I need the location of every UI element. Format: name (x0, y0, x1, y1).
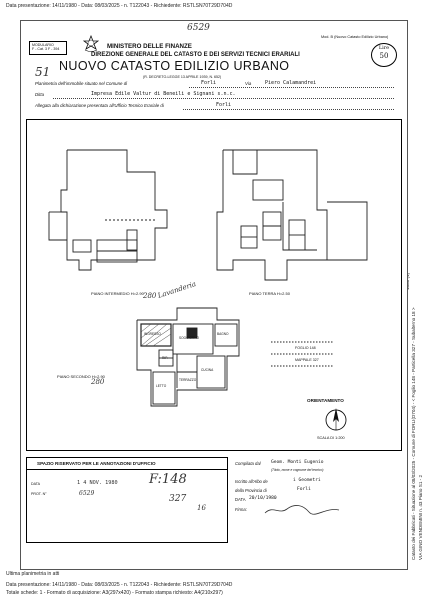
planimetry-label: Planimetria dell'immobile situato nel Co… (35, 81, 128, 86)
footer-last-plan-text: Ultima planimetria in atti (6, 571, 60, 577)
republic-emblem-icon (83, 35, 99, 52)
plan-info-mappale: MAPPALE 327 (295, 358, 319, 362)
handwritten-280-b: 280 (91, 378, 105, 386)
office-date-stamp: 1 4 NOV. 1980 (77, 480, 118, 486)
compilata-label: Compilata dal (235, 461, 261, 466)
price-seal: Lire 50 (371, 43, 397, 67)
plan-piano-secondo (136, 307, 240, 407)
footer-format-text: Totale schede: 1 - Formato di acquisizio… (6, 590, 223, 596)
allegata-label: Allegata alla dichiarazione presentata a… (35, 103, 164, 108)
handwritten-280-a: 280 (143, 292, 157, 300)
form-dotted-line (183, 109, 394, 110)
ditta-value: Impresa Edile Valtur di Beneili e Signan… (91, 91, 236, 97)
office-handwritten-sub-b: 16 (197, 504, 206, 512)
signature-scribble-icon (264, 505, 340, 515)
room-label-bagno: BAGNO (217, 332, 229, 336)
price-label: Lire (378, 45, 390, 51)
comune-value: Forli (201, 80, 217, 86)
office-annotation-box: SPAZIO RISERVATO PER LE ANNOTAZIONI D'UF… (26, 457, 228, 543)
office-prot-label: PROT. N° (31, 492, 47, 496)
label-piano-terra: PIANO TERRA H=2.50 (249, 291, 290, 296)
room-label-rip: RIP. (162, 356, 168, 360)
side-address-text: VIA GINO VENDEMINI n. 43 Piano S1 - 2 (418, 474, 423, 560)
compilata-value: Geom. Monti Eugenio (271, 460, 324, 465)
office-handwritten-sub-a: 327 (169, 494, 187, 504)
modulario-stamp: MODULARIO F - Cat. 3 F - 394 (29, 41, 67, 55)
modulario-code: F - Cat. 3 F - 394 (32, 47, 60, 52)
price-value: 50 (379, 52, 389, 60)
firma-label: Firma: (235, 507, 247, 512)
room-label-ingresso: INGRESSO (144, 332, 161, 336)
orientation-label: ORIENTAMENTO (307, 398, 344, 403)
form-code: Mod. B (Nuovo Catasto Edilizio Urbano) (321, 35, 389, 39)
ministry-direction: DIREZIONE GENERALE DEL CATASTO E DEI SER… (91, 52, 300, 58)
compiler-data-label: DATA (235, 497, 246, 502)
via-label: Via (245, 81, 252, 86)
allegata-value: Forli (216, 102, 232, 108)
plan-info-foglio: FOGLIO 148 (295, 346, 316, 350)
office-title: SPAZIO RISERVATO PER LE ANNOTAZIONI D'UF… (37, 461, 156, 466)
qualifica-label: (Titolo, nome e cognome del tecnico) (271, 468, 324, 472)
ministry-title: MINISTERO DELLE FINANZE (107, 43, 192, 50)
handwritten-sheet-number: 51 (35, 65, 51, 79)
ditta-label: Ditta (35, 92, 45, 97)
catasto-heading: NUOVO CATASTO EDILIZIO URBANO (59, 59, 290, 73)
form-dotted-line (53, 98, 394, 99)
cadastral-sheet: MODULARIO F - Cat. 3 F - 394 6529 MINIST… (20, 20, 408, 570)
provincia-label: della Provincia di (235, 488, 267, 493)
scale-label: SCALA DI 1:200 (317, 436, 345, 440)
floor-plans-drawing (48, 149, 368, 407)
label-piano-intermedio: PIANO INTERMEDIO H=2.90 (91, 291, 144, 296)
office-data-label: DATA (31, 482, 41, 486)
plan-drawing-area: PIANO INTERMEDIO H=2.90 PIANO TERRA H=2.… (26, 119, 402, 451)
header-meta-text: Data presentazione: 14/11/1980 - Data: 0… (6, 3, 233, 9)
modulario-label: MODULARIO (32, 43, 54, 47)
room-label-soggiorno: SOGGIORNO (179, 336, 200, 340)
provincia-value: Forli (297, 487, 311, 492)
iscritto-value: i Geometri (293, 478, 321, 483)
iscritto-label: Iscritto all'Albo de (235, 479, 268, 484)
label-piano-secondo: PIANO SECONDO H=2.90 (57, 374, 105, 379)
via-value: Piero Calamandrei (265, 80, 317, 86)
side-cadastral-text: Catasto dei Fabbricati - Situazione al 0… (411, 307, 416, 560)
handwritten-practice-number: 6529 (187, 23, 210, 33)
office-handwritten-prot: 6529 (79, 490, 95, 497)
north-arrow-icon (325, 408, 347, 431)
office-divider (27, 469, 227, 470)
plan-piano-terra (216, 149, 368, 281)
footer-meta-text: Data presentazione: 14/11/1980 - Data: 0… (6, 582, 233, 588)
room-label-terrazzo: TERRAZZO (179, 378, 197, 382)
form-dotted-line (189, 87, 394, 88)
room-label-letto: LETTO (156, 384, 167, 388)
decree-reference: (R. DECRETO-LEGGE 13 APRILE 1939, N. 652… (143, 75, 222, 79)
hatch-pattern (140, 323, 172, 347)
plan-piano-intermedio (48, 149, 168, 271)
office-handwritten-code: F:148 (149, 472, 187, 487)
room-label-cucina: CUCINA (201, 368, 214, 372)
compiler-data-value: 20/10/1980 (249, 496, 277, 501)
compiler-box: Compilata dal Geom. Monti Eugenio (Titol… (233, 457, 400, 541)
